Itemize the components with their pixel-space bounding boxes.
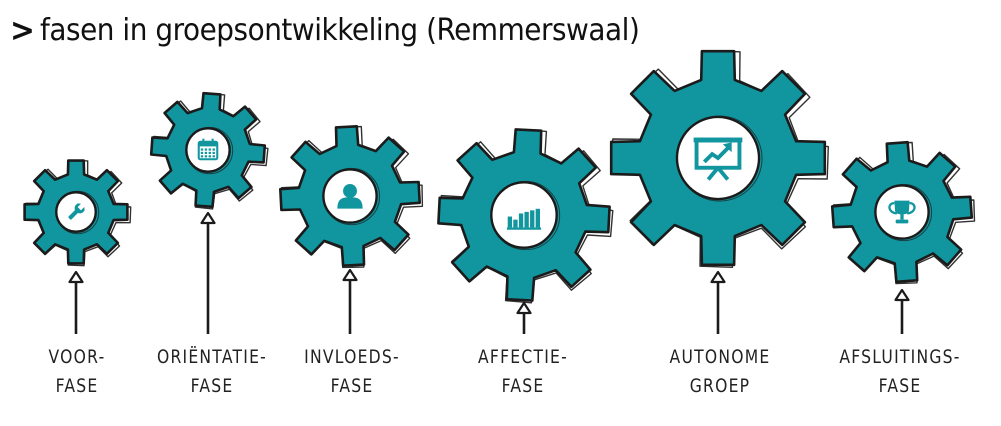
phase-label-line1: AUTONOME bbox=[669, 346, 771, 368]
phase-label-line1: ORIËNTATIE- bbox=[156, 346, 268, 368]
phase-gear-orientatiefase bbox=[149, 91, 269, 334]
phase-label-orientatiefase: ORIËNTATIE- FASE bbox=[138, 343, 286, 401]
phase-label-line2: FASE bbox=[878, 375, 922, 397]
phase-gear-voorfase bbox=[23, 159, 132, 334]
phase-arrow-head bbox=[200, 211, 216, 225]
phase-label-autonome-groep: AUTONOME GROEP bbox=[646, 343, 794, 401]
trophy-icon bbox=[888, 200, 916, 224]
presentation-chart-icon bbox=[693, 137, 743, 181]
wrench-icon bbox=[68, 203, 85, 220]
phase-arrow-head bbox=[894, 288, 910, 302]
phase-label-line1: INVLOEDS- bbox=[304, 346, 400, 368]
phase-label-invloedsfase: INVLOEDS- FASE bbox=[278, 343, 426, 401]
phase-label-line2: FASE bbox=[330, 375, 374, 397]
gear-center-sketch bbox=[874, 183, 933, 242]
phase-label-line1: AFFECTIE- bbox=[478, 346, 568, 368]
gear-center-sketch bbox=[676, 115, 763, 202]
calendar-icon bbox=[197, 138, 219, 161]
phase-gear-autonome-groep bbox=[609, 49, 829, 334]
phase-label-line1: AFSLUITINGS- bbox=[839, 346, 961, 368]
title-caret: > bbox=[10, 11, 35, 49]
phase-label-line2: GROEP bbox=[689, 375, 751, 397]
gear-center-sketch bbox=[490, 180, 561, 251]
phase-gear-invloedsfase bbox=[279, 125, 424, 334]
gear-center-sketch bbox=[322, 167, 381, 226]
phase-label-line2: FASE bbox=[501, 375, 545, 397]
bar-chart-icon bbox=[506, 208, 542, 230]
phase-arrow-head bbox=[516, 301, 532, 315]
title-text: fasen in groepsontwikkeling (Remmerswaal… bbox=[40, 12, 640, 48]
phase-label-line2: FASE bbox=[55, 375, 99, 397]
phase-label-line1: VOOR- bbox=[48, 346, 106, 368]
phase-arrow-head bbox=[68, 270, 84, 284]
phase-label-line2: FASE bbox=[190, 375, 234, 397]
phase-label-voorfase: VOOR- FASE bbox=[3, 343, 151, 401]
phase-label-affectiefase: AFFECTIE- FASE bbox=[449, 343, 597, 401]
gear-center-sketch bbox=[55, 190, 100, 235]
person-icon bbox=[337, 183, 363, 209]
phase-gear-afsluitingsfase bbox=[830, 140, 976, 334]
gear-center-sketch bbox=[185, 126, 234, 175]
phase-arrow-head bbox=[710, 270, 726, 284]
phase-arrow-head bbox=[342, 268, 358, 282]
page-title: > fasen in groepsontwikkeling (Remmerswa… bbox=[10, 6, 640, 54]
phase-gear-affectiefase bbox=[437, 128, 614, 334]
phase-label-afsluitingsfase: AFSLUITINGS- FASE bbox=[826, 343, 974, 401]
